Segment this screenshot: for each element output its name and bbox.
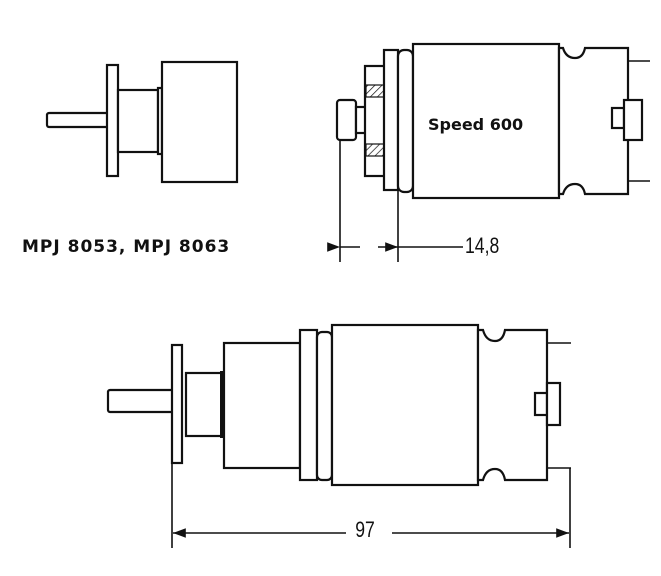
speed600-motor-drawing — [327, 42, 650, 262]
motor-name-label: Speed 600 — [428, 115, 524, 134]
gearbox-model-label: MPJ 8053, MPJ 8063 — [22, 237, 231, 257]
gearmotor-assembly-drawing — [106, 323, 571, 548]
gearbox-drawing — [45, 60, 239, 184]
total-length-dimension: 97 — [352, 517, 378, 543]
shaft-offset-dimension: 14,8 — [465, 233, 500, 258]
